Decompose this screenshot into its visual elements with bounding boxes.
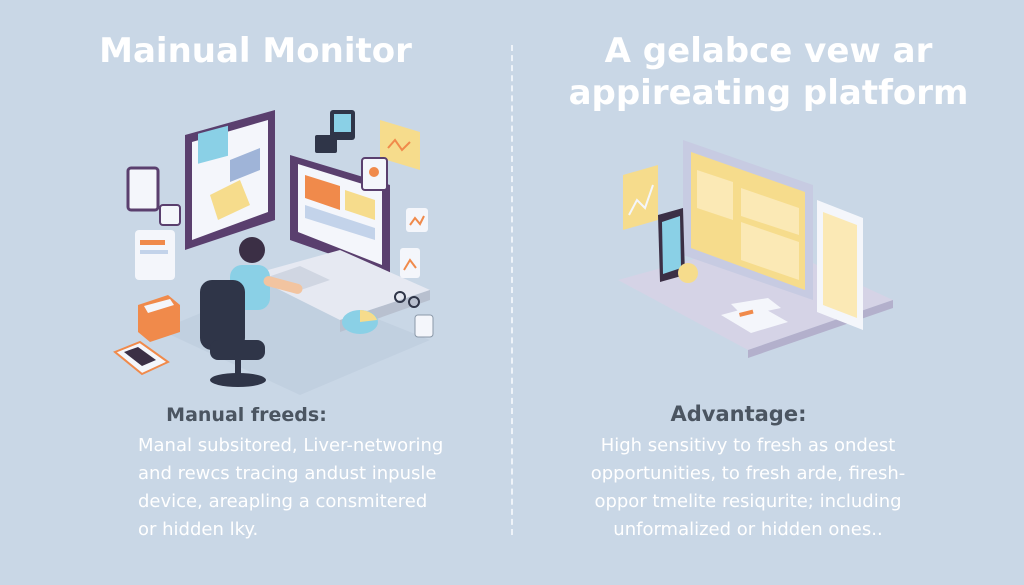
manual-monitor-description: Manal subsitored, Liver-networing and re… [138,432,478,544]
description-line: device, areapling a consmitered [138,491,428,512]
panel-divider [511,45,513,535]
manual-monitor-panel: Mainual Monitor [0,0,511,585]
description-line: and rewcs tracing andust inpusle [138,463,437,484]
description-line: High sensitivy to fresh as ondest [600,435,896,456]
platform-title: A gelabce vew ar appireating platform [513,30,1024,114]
title-line: A gelabce vew ar [604,31,933,71]
manual-monitor-title: Mainual Monitor [0,30,511,72]
title-line: Mainual Monitor [99,31,412,71]
description-line: opportunities, to fresh arde, firesh- [590,463,906,484]
description-line: unformalized or hidden ones.. [613,519,883,540]
advantage-description: High sensitivy to fresh as ondest opport… [583,432,913,544]
advantage-subheading: Advantage: [670,402,807,426]
platform-panel: A gelabce vew ar appireating platform Ad… [513,0,1024,585]
platform-dashboard-illustration [618,140,893,358]
description-line: Manal subsitored, Liver-networing [138,435,444,456]
manual-monitor-subheading: Manual freeds: [166,404,327,426]
description-line: or hidden lky. [138,519,259,540]
title-line: appireating platform [568,73,969,113]
person-at-desk-illustration [113,110,434,395]
description-line: oppor tmelite resiqurite; including [594,491,902,512]
